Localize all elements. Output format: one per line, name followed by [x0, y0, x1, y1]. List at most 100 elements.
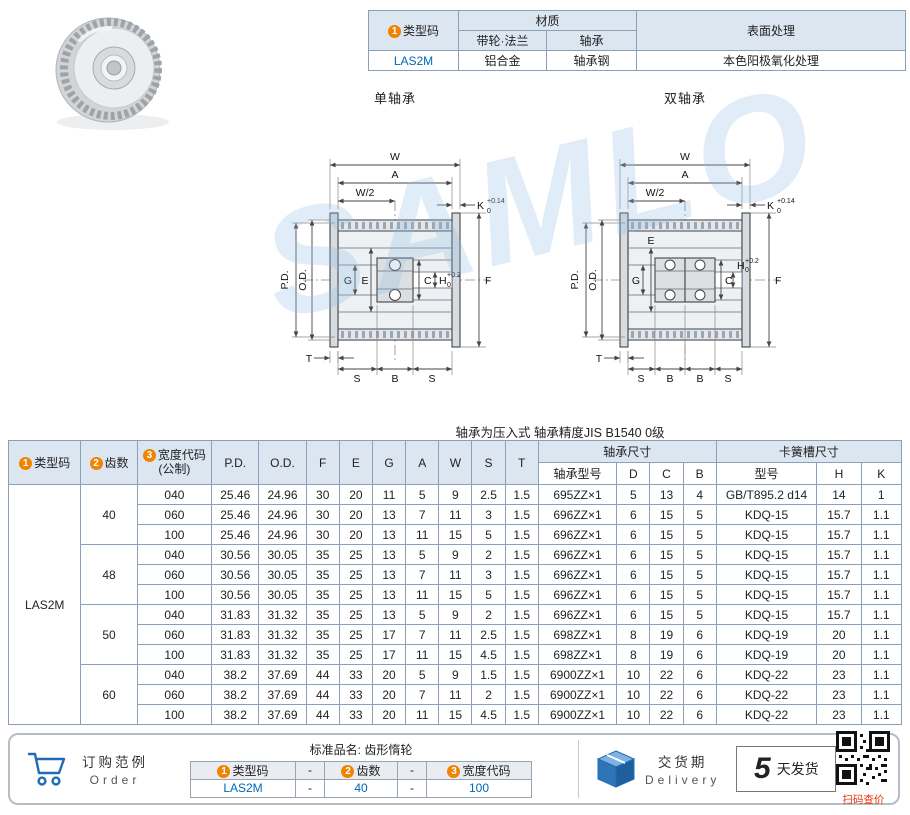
dim-label-h-tol-dn: 0	[745, 267, 749, 274]
cell-width-code[interactable]: 100	[136, 644, 213, 665]
cell-g: 17	[371, 644, 407, 665]
cell-w: 15	[438, 644, 473, 665]
cell-width-code[interactable]: 060	[136, 624, 213, 645]
cell-pd: 31.83	[211, 644, 260, 665]
col-header-s: S	[471, 440, 506, 485]
cell-d: 6	[616, 564, 651, 585]
cell-model: KDQ-22	[715, 684, 818, 705]
cell-k: 1.1	[860, 704, 903, 725]
cell-e: 25	[338, 604, 373, 625]
col-header-circlip-model: 型号	[715, 462, 818, 485]
num-1-icon: 1	[387, 25, 401, 38]
cell-t: 1.5	[504, 544, 539, 565]
cell-d: 10	[616, 664, 651, 685]
col-header-g: G	[371, 440, 407, 485]
cell-width-code[interactable]: 060	[136, 504, 213, 525]
cell-width-code[interactable]: 040	[136, 484, 213, 505]
cell-od: 30.05	[258, 584, 307, 605]
cell-pd: 31.83	[211, 604, 260, 625]
cell-teeth[interactable]: 60	[80, 664, 138, 725]
cell-pd: 38.2	[211, 664, 260, 685]
cell-model: KDQ-15	[715, 504, 818, 525]
col-header-b: B	[682, 462, 717, 485]
cell-model: KDQ-19	[715, 644, 818, 665]
cell-k: 1.1	[860, 584, 903, 605]
cell-h: 23	[816, 684, 862, 705]
spec-value-bearing-material: 轴承钢	[545, 50, 638, 71]
cell-d: 5	[616, 484, 651, 505]
cell-width-code[interactable]: 060	[136, 564, 213, 585]
delivery-subtitle: Delivery	[645, 773, 721, 787]
cell-width-code[interactable]: 040	[136, 544, 213, 565]
cell-w: 9	[438, 604, 473, 625]
cell-a: 7	[405, 504, 440, 525]
cell-width-code[interactable]: 100	[136, 524, 213, 545]
spec-header-pulley-flange: 带轮·法兰	[458, 30, 547, 51]
cell-f: 35	[305, 604, 340, 625]
cell-model: KDQ-22	[715, 704, 818, 725]
cell-s: 3	[471, 504, 506, 525]
cell-t: 1.5	[504, 604, 539, 625]
cell-model: KDQ-15	[715, 524, 818, 545]
cell-t: 1.5	[504, 624, 539, 645]
order-dash: -	[397, 778, 427, 798]
cell-od: 24.96	[258, 484, 307, 505]
cell-h: 15.7	[816, 564, 862, 585]
delivery-title: 交货期	[657, 755, 708, 770]
cell-s: 2	[471, 604, 506, 625]
cell-f: 35	[305, 624, 340, 645]
cell-k: 1.1	[860, 664, 903, 685]
cell-k: 1.1	[860, 684, 903, 705]
cell-width-code[interactable]: 100	[136, 704, 213, 725]
spec-value-pulley-material: 铝合金	[458, 50, 547, 71]
dimensions: W A W/2 K +0.14 0 P.D. O.D. G E C H +	[279, 151, 505, 385]
cell-pd: 25.46	[211, 504, 260, 525]
cell-a: 11	[405, 584, 440, 605]
dim-label-a: A	[681, 169, 688, 181]
cell-pd: 38.2	[211, 704, 260, 725]
cell-width-code[interactable]: 040	[136, 664, 213, 685]
dim-label-s1: S	[353, 373, 360, 385]
col-header-f: F	[305, 440, 340, 485]
cell-f: 30	[305, 504, 340, 525]
cell-teeth[interactable]: 48	[80, 544, 138, 605]
cell-h: 14	[816, 484, 862, 505]
cell-a: 7	[405, 564, 440, 585]
dim-label-e: E	[647, 235, 654, 247]
cell-model: KDQ-15	[715, 604, 818, 625]
cell-bearing: 696ZZ×1	[537, 544, 618, 565]
cell-h: 23	[816, 704, 862, 725]
cell-s: 1.5	[471, 664, 506, 685]
cell-type-code[interactable]: LAS2M	[7, 484, 82, 725]
dim-label-s2: S	[428, 373, 435, 385]
dim-label-half-w: W/2	[356, 187, 375, 199]
cell-width-code[interactable]: 100	[136, 584, 213, 605]
cell-g: 13	[371, 584, 407, 605]
cell-w: 11	[438, 624, 473, 645]
cell-od: 31.32	[258, 624, 307, 645]
spec-header-material: 材质	[457, 10, 638, 31]
cell-d: 10	[616, 704, 651, 725]
cell-teeth[interactable]: 40	[80, 484, 138, 545]
cell-f: 44	[305, 684, 340, 705]
cell-teeth[interactable]: 50	[80, 604, 138, 665]
cell-a: 5	[405, 484, 440, 505]
cell-c: 15	[649, 504, 684, 525]
cell-width-code[interactable]: 060	[136, 684, 213, 705]
num-3-icon: 3	[142, 448, 156, 462]
cell-t: 1.5	[504, 684, 539, 705]
spec-header-bearing: 轴承	[545, 30, 638, 51]
col-header-h: H	[816, 462, 862, 485]
product-photo	[55, 17, 169, 130]
cell-width-code[interactable]: 040	[136, 604, 213, 625]
cell-f: 44	[305, 664, 340, 685]
cell-bearing: 695ZZ×1	[537, 484, 618, 505]
cell-bearing: 6900ZZ×1	[537, 704, 618, 725]
spec-value-type-code[interactable]: LAS2M	[368, 50, 459, 71]
cell-od: 30.05	[258, 564, 307, 585]
